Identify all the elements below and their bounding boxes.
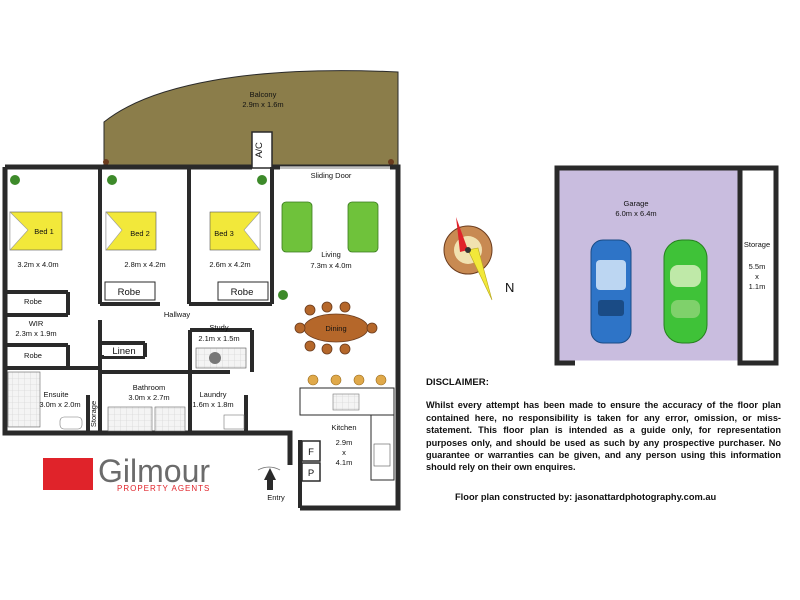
- fridge-label: F: [308, 447, 314, 458]
- robe-2-label: Robe: [118, 287, 141, 298]
- living-label: Living: [321, 250, 341, 259]
- study-label: Study: [209, 323, 228, 332]
- bathroom-size: 3.0m x 2.7m: [128, 393, 169, 402]
- ac-unit: [251, 131, 273, 169]
- kitchen-label: Kitchen: [331, 423, 356, 432]
- storage-size-3: 1.1m: [749, 282, 766, 291]
- wir-size: 2.3m x 1.9m: [15, 329, 56, 338]
- robe-wir-label: Robe: [24, 351, 42, 360]
- hallway-label: Hallway: [164, 310, 191, 319]
- balcony-label: Balcony: [250, 90, 277, 99]
- bed1-label: Bed 1: [34, 227, 54, 236]
- living-size: 7.3m x 4.0m: [310, 261, 351, 270]
- logo-subtitle: PROPERTY AGENTS: [117, 484, 211, 493]
- bed2-size: 2.8m x 4.2m: [124, 260, 165, 269]
- bar-stools: [307, 374, 387, 386]
- dining-label: Dining: [325, 324, 346, 333]
- garage-label: Garage: [623, 199, 648, 208]
- bathroom-bath: [107, 406, 153, 432]
- garage-size: 6.0m x 6.4m: [615, 209, 656, 218]
- kitchen-size-2: x: [342, 448, 346, 457]
- compass-icon: [443, 217, 493, 301]
- bed3-label: Bed 3: [214, 229, 234, 238]
- plant-icons: [10, 175, 288, 300]
- kitchen-size-1: 2.9m: [336, 438, 353, 447]
- ensuite-size: 3.0m x 2.0m: [39, 400, 80, 409]
- garage-area: [554, 165, 743, 366]
- pantry-label: P: [308, 468, 314, 479]
- laundry-size: 1.6m x 1.8m: [192, 400, 233, 409]
- bed3-size: 2.6m x 4.2m: [209, 260, 250, 269]
- ensuite-label: Ensuite: [43, 390, 68, 399]
- ensuite-shower: [7, 371, 41, 428]
- laundry-label: Laundry: [199, 390, 226, 399]
- balcony-size: 2.9m x 1.6m: [242, 100, 283, 109]
- credit-line: Floor plan constructed by: jasonattardph…: [455, 492, 717, 502]
- sliding-door-label: Sliding Door: [311, 171, 352, 180]
- storage-size-1: 5.5m: [749, 262, 766, 271]
- bed2-label: Bed 2: [130, 229, 150, 238]
- linen-label: Linen: [112, 346, 135, 357]
- dining-table-icon: [294, 301, 378, 355]
- car-green-icon: [663, 239, 708, 344]
- entry-label: Entry: [267, 493, 285, 502]
- storage-size-2: x: [755, 272, 759, 281]
- disclaimer: DISCLAIMER: Whilst every attempt has bee…: [426, 377, 781, 474]
- disclaimer-body: Whilst every attempt has been made to en…: [426, 400, 781, 473]
- logo-name: Gilmour: [98, 453, 211, 489]
- storage-small-label: Storage: [89, 401, 98, 427]
- study-size: 2.1m x 1.5m: [198, 334, 239, 343]
- gilmour-logo: Gilmour PROPERTY AGENTS: [43, 453, 223, 495]
- robe-3-label: Robe: [231, 287, 254, 298]
- cooktop-icon: [373, 443, 391, 467]
- entry-arrow-icon: [264, 468, 276, 480]
- ac-label: A/C: [254, 142, 265, 158]
- bed1-size: 3.2m x 4.0m: [17, 260, 58, 269]
- sofa-icons: [281, 201, 379, 253]
- garage-storage: [737, 165, 779, 366]
- disclaimer-heading: DISCLAIMER:: [426, 377, 489, 388]
- compass-north-label: N: [505, 280, 514, 295]
- car-blue-icon: [590, 239, 632, 344]
- robe-1-label: Robe: [24, 297, 42, 306]
- storage-label: Storage: [744, 240, 770, 249]
- interior-walls: [5, 167, 274, 433]
- wir-label: WIR: [29, 319, 44, 328]
- bathroom-label: Bathroom: [133, 383, 166, 392]
- balcony-area: [103, 70, 399, 166]
- logo-red-block: [43, 458, 93, 490]
- kitchen-size-3: 4.1m: [336, 458, 353, 467]
